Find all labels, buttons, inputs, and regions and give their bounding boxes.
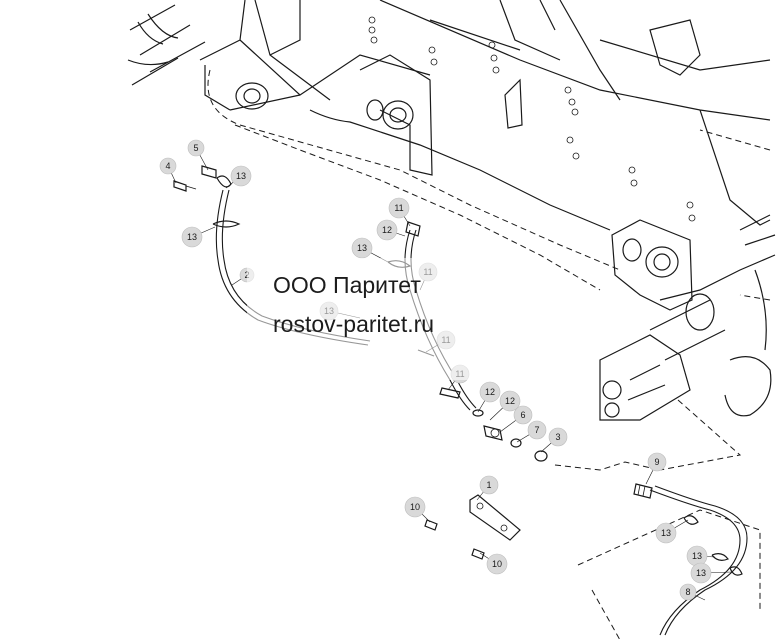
bolt-group-frame [368, 16, 696, 222]
callout-12-c12c: 12 [489, 390, 521, 421]
callout-11-c11a: 11 [388, 197, 411, 227]
callout-number: 13 [357, 243, 367, 253]
callout-bubble [479, 381, 501, 403]
callout-number: 4 [165, 161, 170, 171]
callout-5-c5: 5 [187, 139, 209, 171]
callout-bubble [181, 226, 203, 248]
callout-9-c9: 9 [645, 452, 667, 485]
callout-layer: 5413132111213111311111212673110109131313… [159, 139, 733, 601]
bolt-10-lower [471, 548, 485, 560]
callout-number: 8 [685, 587, 690, 597]
callout-6-c6: 6 [499, 405, 533, 433]
watermark-company-name: ООО Паритет [273, 272, 421, 298]
callout-13-c13a: 13 [225, 165, 252, 189]
fitting-9 [633, 483, 653, 499]
callout-number: 10 [492, 559, 502, 569]
callout-number: 13 [661, 528, 671, 538]
callout-13-c13e: 13 [655, 519, 689, 544]
callout-bubble [388, 197, 410, 219]
callout-number: 9 [654, 457, 659, 467]
callout-13-c13g: 13 [690, 562, 733, 584]
callout-number: 5 [193, 143, 198, 153]
callout-bubble [230, 165, 252, 187]
fitting-11-top [405, 221, 421, 237]
callout-bubble [690, 562, 712, 584]
callout-bubble [159, 157, 177, 175]
bolt-part-5 [201, 165, 217, 179]
callout-bubble [655, 522, 677, 544]
callout-bubble [187, 139, 205, 157]
callout-number: 13 [692, 551, 702, 561]
callout-8-c8: 8 [679, 583, 706, 601]
callout-number: 1 [486, 480, 491, 490]
callout-12-c12a: 12 [376, 219, 406, 241]
clamp-right-3 [729, 566, 743, 576]
callout-bubble [548, 427, 568, 447]
bolt-part-4 [173, 180, 197, 192]
ring-3 [534, 450, 548, 462]
callout-number: 11 [394, 203, 403, 213]
callout-bubble [404, 496, 426, 518]
callout-13-c13b: 13 [181, 226, 216, 248]
callout-bubble [479, 475, 499, 495]
callout-number: 13 [187, 232, 197, 242]
hose-8 [649, 485, 748, 636]
callout-bubble [499, 390, 521, 412]
callout-number: 6 [520, 410, 525, 420]
callout-number: 3 [555, 432, 560, 442]
adapter-6 [483, 425, 503, 441]
callout-number: 13 [696, 568, 706, 578]
callout-number: 13 [236, 171, 246, 181]
callout-3-c3: 3 [540, 427, 568, 453]
watermark-website: rostov-paritet.ru [273, 311, 435, 337]
callout-bubble [527, 420, 547, 440]
bracket-1 [469, 494, 521, 541]
fitting-11-lower [439, 387, 461, 399]
callout-number: 10 [410, 502, 420, 512]
callout-10-c10a: 10 [404, 496, 431, 523]
callout-bubble [486, 553, 508, 575]
clamp-right-2 [711, 553, 729, 561]
clamp-right-1 [683, 515, 699, 525]
callout-bubble [647, 452, 667, 472]
watermark-backdrop [247, 258, 537, 380]
seal-12-a [472, 409, 484, 417]
callout-4-c4: 4 [159, 157, 177, 184]
callout-1-c1: 1 [476, 475, 499, 501]
clamp-left-lower [212, 220, 241, 228]
callout-7-c7: 7 [516, 420, 547, 443]
callout-number: 7 [534, 425, 539, 435]
callout-bubble [679, 583, 697, 601]
callout-13-c13f: 13 [686, 545, 716, 567]
callout-12-c12b: 12 [477, 381, 501, 413]
callout-bubble [376, 219, 398, 241]
callout-10-c10b: 10 [479, 552, 508, 575]
ring-7 [510, 438, 522, 448]
bolt-10-upper [424, 519, 438, 531]
clamp-upper-left [216, 175, 232, 188]
callout-number: 12 [485, 387, 495, 397]
callout-number: 12 [382, 225, 392, 235]
callout-bubble [513, 405, 533, 425]
callout-number: 12 [505, 396, 515, 406]
machine-frame [127, 0, 776, 421]
